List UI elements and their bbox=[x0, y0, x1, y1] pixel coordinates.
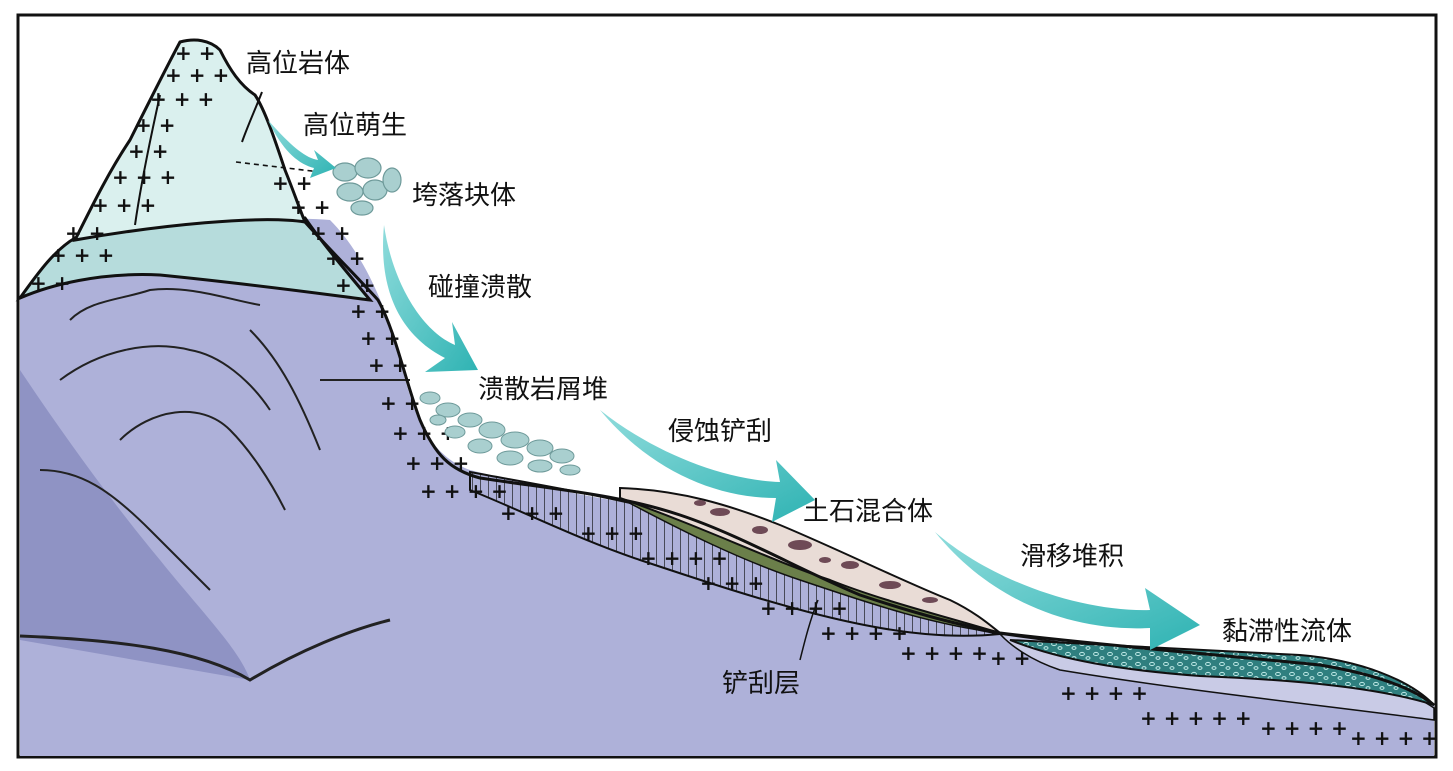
svg-text:+ + + +: + + + + bbox=[1060, 681, 1148, 705]
scraped-layer-leader bbox=[799, 599, 819, 661]
slope-outline bbox=[303, 221, 1435, 707]
svg-text:+ + +: + + + bbox=[92, 193, 156, 217]
mountain-shadow-face bbox=[20, 370, 250, 680]
label-viscous-flow: 黏滞性流体 bbox=[1222, 617, 1352, 647]
label-soil-rock-mixture: 土石混合体 bbox=[803, 497, 933, 527]
svg-text:+ + +: + + + bbox=[50, 243, 114, 267]
mixture-spots bbox=[694, 500, 938, 603]
process-arrows bbox=[268, 120, 1200, 650]
svg-text:+ + +: + + + bbox=[150, 87, 214, 111]
svg-text:+ + +: + + + bbox=[112, 165, 176, 189]
label-high-rock: 高位岩体 bbox=[246, 49, 350, 79]
svg-text:+ + +: + + + bbox=[165, 63, 229, 87]
svg-text:+ +: + + bbox=[65, 221, 105, 245]
svg-text:+ + + + +: + + + + + bbox=[1140, 706, 1252, 730]
svg-text:+ + + +: + + + + bbox=[900, 641, 988, 665]
svg-text:+ +: + + bbox=[128, 139, 168, 163]
label-scraped-layer: 铲刮层 bbox=[722, 669, 800, 699]
peak-crack bbox=[134, 94, 161, 226]
svg-text:+ +: + + bbox=[175, 41, 215, 65]
label-initiation: 高位萌生 bbox=[303, 111, 407, 141]
arrow-erosion bbox=[600, 410, 815, 522]
svg-text:+ +: + + bbox=[272, 171, 312, 195]
label-erosion-scraping: 侵蚀铲刮 bbox=[668, 417, 772, 447]
high-rock-peak bbox=[72, 38, 308, 242]
svg-text:+ +: + + bbox=[30, 271, 70, 295]
label-debris-pile: 溃散岩屑堆 bbox=[478, 375, 608, 405]
svg-text:+ + + +: + + + + bbox=[1260, 716, 1348, 740]
svg-text:+ +: + + bbox=[135, 113, 175, 137]
label-impact-breakup: 碰撞溃散 bbox=[428, 273, 532, 303]
arrow-initiation bbox=[268, 120, 336, 178]
mountain-body bbox=[20, 218, 1434, 756]
arrow-slide bbox=[935, 532, 1200, 650]
collapse-blocks bbox=[332, 157, 402, 216]
soil-rock-mixture-body bbox=[619, 486, 1001, 634]
label-slide-deposition: 滑移堆积 bbox=[1020, 542, 1124, 572]
fracture-line bbox=[241, 91, 263, 143]
arrow-impact bbox=[383, 225, 478, 372]
svg-text:+ + + +: + + + + bbox=[1350, 726, 1438, 750]
label-collapse-blocks: 垮落块体 bbox=[412, 181, 516, 211]
svg-text:+ +: + + bbox=[290, 195, 330, 219]
debris-pile bbox=[419, 391, 581, 476]
body-crack-lines bbox=[19, 288, 410, 682]
